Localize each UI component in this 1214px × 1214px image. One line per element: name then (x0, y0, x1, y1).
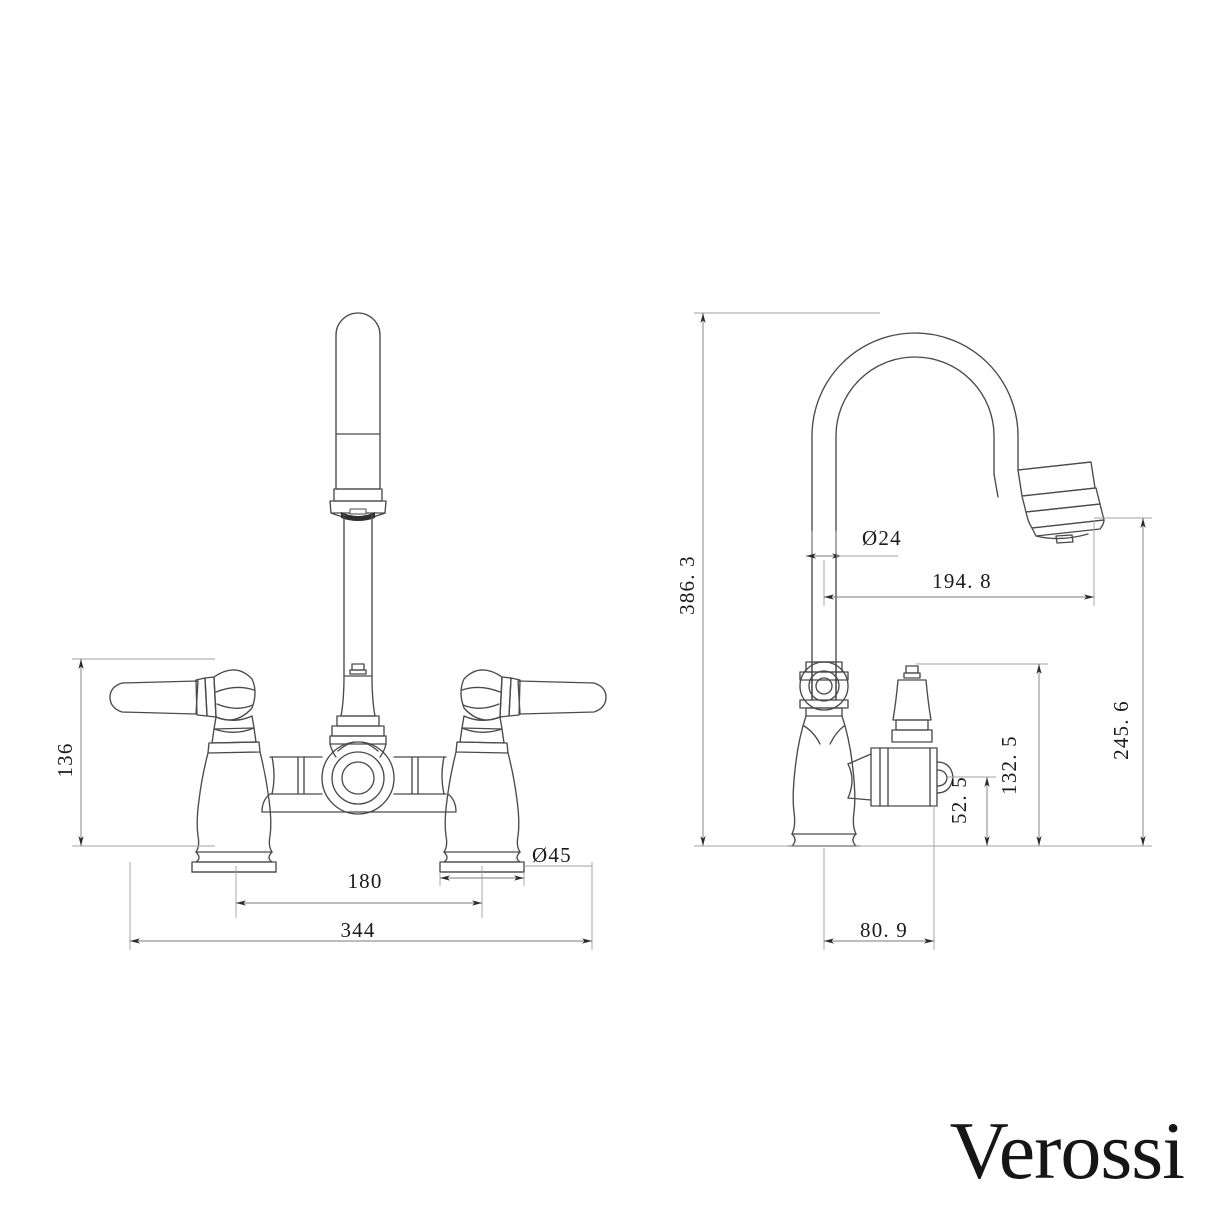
front-bridge-bar (261, 756, 457, 813)
dim-handle-height: 136 (53, 742, 77, 777)
side-right-handle (847, 665, 954, 807)
front-right-handle (455, 669, 607, 754)
front-right-pedestal (439, 751, 525, 873)
dim-handle-top-height: 132. 5 (997, 735, 1021, 795)
front-left-pedestal (191, 751, 277, 873)
dim-handle-projection: 80. 9 (860, 918, 908, 942)
dim-overall-height: 386. 3 (675, 555, 699, 615)
dimension-labels: 136 180 344 Ø45 386. 3 Ø24 194. 8 245. 6… (53, 526, 1133, 942)
front-central-hub (321, 663, 395, 815)
front-left-handle (109, 669, 261, 754)
side-gooseneck-spout (811, 332, 1105, 701)
dimension-lines (72, 312, 1152, 950)
dim-base-diameter: Ø45 (532, 843, 572, 867)
brand-logo: Verossi (949, 1105, 1185, 1196)
front-spout (329, 312, 387, 677)
dim-overall-width: 344 (340, 918, 375, 942)
front-elevation-geometry (109, 312, 607, 873)
side-pedestal (787, 715, 861, 847)
dim-spout-tube-diameter: Ø24 (862, 526, 902, 550)
dim-handle-pivot-height: 52. 5 (947, 776, 971, 824)
dim-spout-reach: 194. 8 (932, 569, 992, 593)
dim-handle-centres: 180 (347, 869, 382, 893)
dim-spout-outlet-height: 245. 6 (1109, 700, 1133, 760)
side-valve-hub (799, 661, 849, 717)
